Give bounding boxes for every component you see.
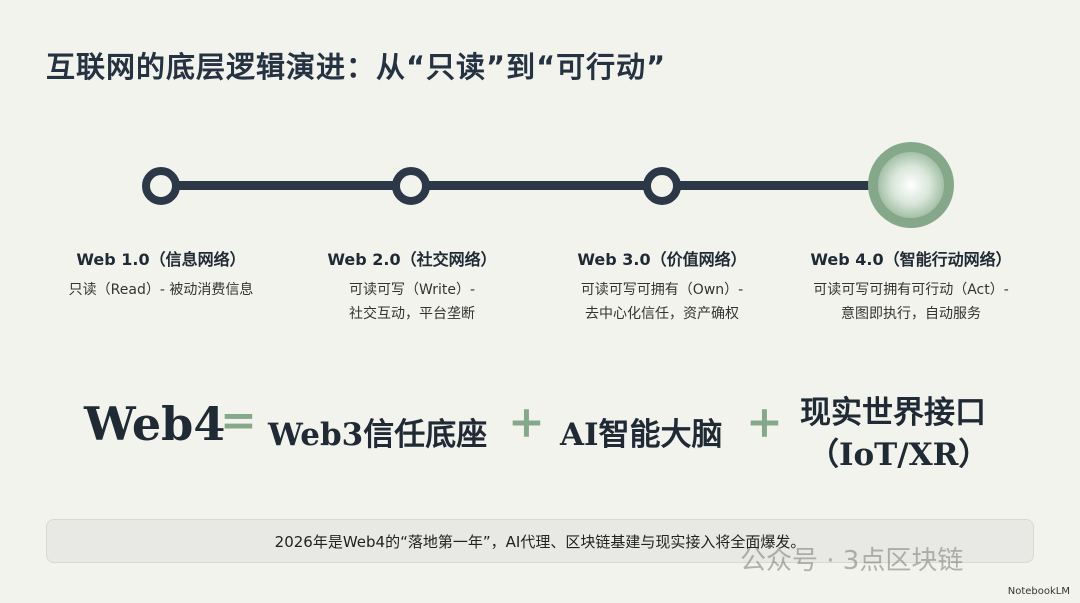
notebooklm-brand: NotebookLM bbox=[1007, 586, 1070, 597]
formula-term-real-world: 现实世界接口 bbox=[800, 395, 986, 431]
stage-desc: 可读可写可拥有可行动（Act）- 意图即执行，自动服务 bbox=[786, 278, 1036, 326]
stage-desc: 可读可写（Write）- 社交互动，平台垄断 bbox=[287, 278, 537, 326]
equals-sign: = bbox=[220, 395, 257, 446]
timeline-line bbox=[160, 181, 910, 190]
stage-desc-line: 只读（Read）- 被动消费信息 bbox=[68, 282, 254, 298]
page-title: 互联网的底层逻辑演进：从“只读”到“可行动” bbox=[46, 50, 667, 84]
stage-desc-line: 意图即执行，自动服务 bbox=[841, 306, 981, 322]
stage-heading: Web 3.0（价值网络） bbox=[577, 250, 747, 269]
stage-heading: Web 2.0（社交网络） bbox=[327, 250, 497, 269]
timeline-node-web3 bbox=[643, 167, 681, 205]
formula-lhs: Web4 bbox=[84, 397, 226, 451]
formula-term-web3: Web3信任底座 bbox=[268, 417, 488, 453]
formula-term-iot-xr: （IoT/XR） bbox=[808, 437, 990, 473]
plus-sign: + bbox=[746, 397, 783, 448]
stage-web3: Web 3.0（价值网络） 可读可写可拥有（Own）- 去中心化信任，资产确权 bbox=[537, 246, 787, 326]
stage-desc-line: 社交互动，平台垄断 bbox=[349, 306, 475, 322]
formula: Web4 = Web3信任底座 + AI智能大脑 + 现实世界接口 （IoT/X… bbox=[0, 385, 1080, 485]
stage-desc: 只读（Read）- 被动消费信息 bbox=[36, 278, 286, 302]
watermark: 公众号 · 3点区块链 bbox=[740, 546, 964, 576]
stage-heading: Web 4.0（智能行动网络） bbox=[810, 250, 1012, 269]
stage-desc-line: 可读可写可拥有（Own）- bbox=[580, 282, 744, 298]
summary-banner: 2026年是Web4的“落地第一年”，AI代理、区块链基建与现实接入将全面爆发。 bbox=[46, 519, 1034, 563]
stage-web4: Web 4.0（智能行动网络） 可读可写可拥有可行动（Act）- 意图即执行，自动… bbox=[786, 246, 1036, 326]
stage-web1: Web 1.0（信息网络） 只读（Read）- 被动消费信息 bbox=[36, 246, 286, 302]
stage-heading: Web 1.0（信息网络） bbox=[76, 250, 246, 269]
stage-desc-line: 去中心化信任，资产确权 bbox=[585, 306, 739, 322]
plus-sign: + bbox=[508, 397, 545, 448]
stage-desc-line: 可读可写可拥有可行动（Act）- bbox=[813, 282, 1009, 298]
stage-web2: Web 2.0（社交网络） 可读可写（Write）- 社交互动，平台垄断 bbox=[287, 246, 537, 326]
timeline-node-web2 bbox=[392, 167, 430, 205]
formula-term-ai: AI智能大脑 bbox=[560, 417, 723, 453]
stage-desc: 可读可写可拥有（Own）- 去中心化信任，资产确权 bbox=[537, 278, 787, 326]
timeline-node-web4-active bbox=[868, 142, 954, 228]
timeline-node-web1 bbox=[142, 167, 180, 205]
stage-desc-line: 可读可写（Write）- bbox=[348, 282, 475, 298]
